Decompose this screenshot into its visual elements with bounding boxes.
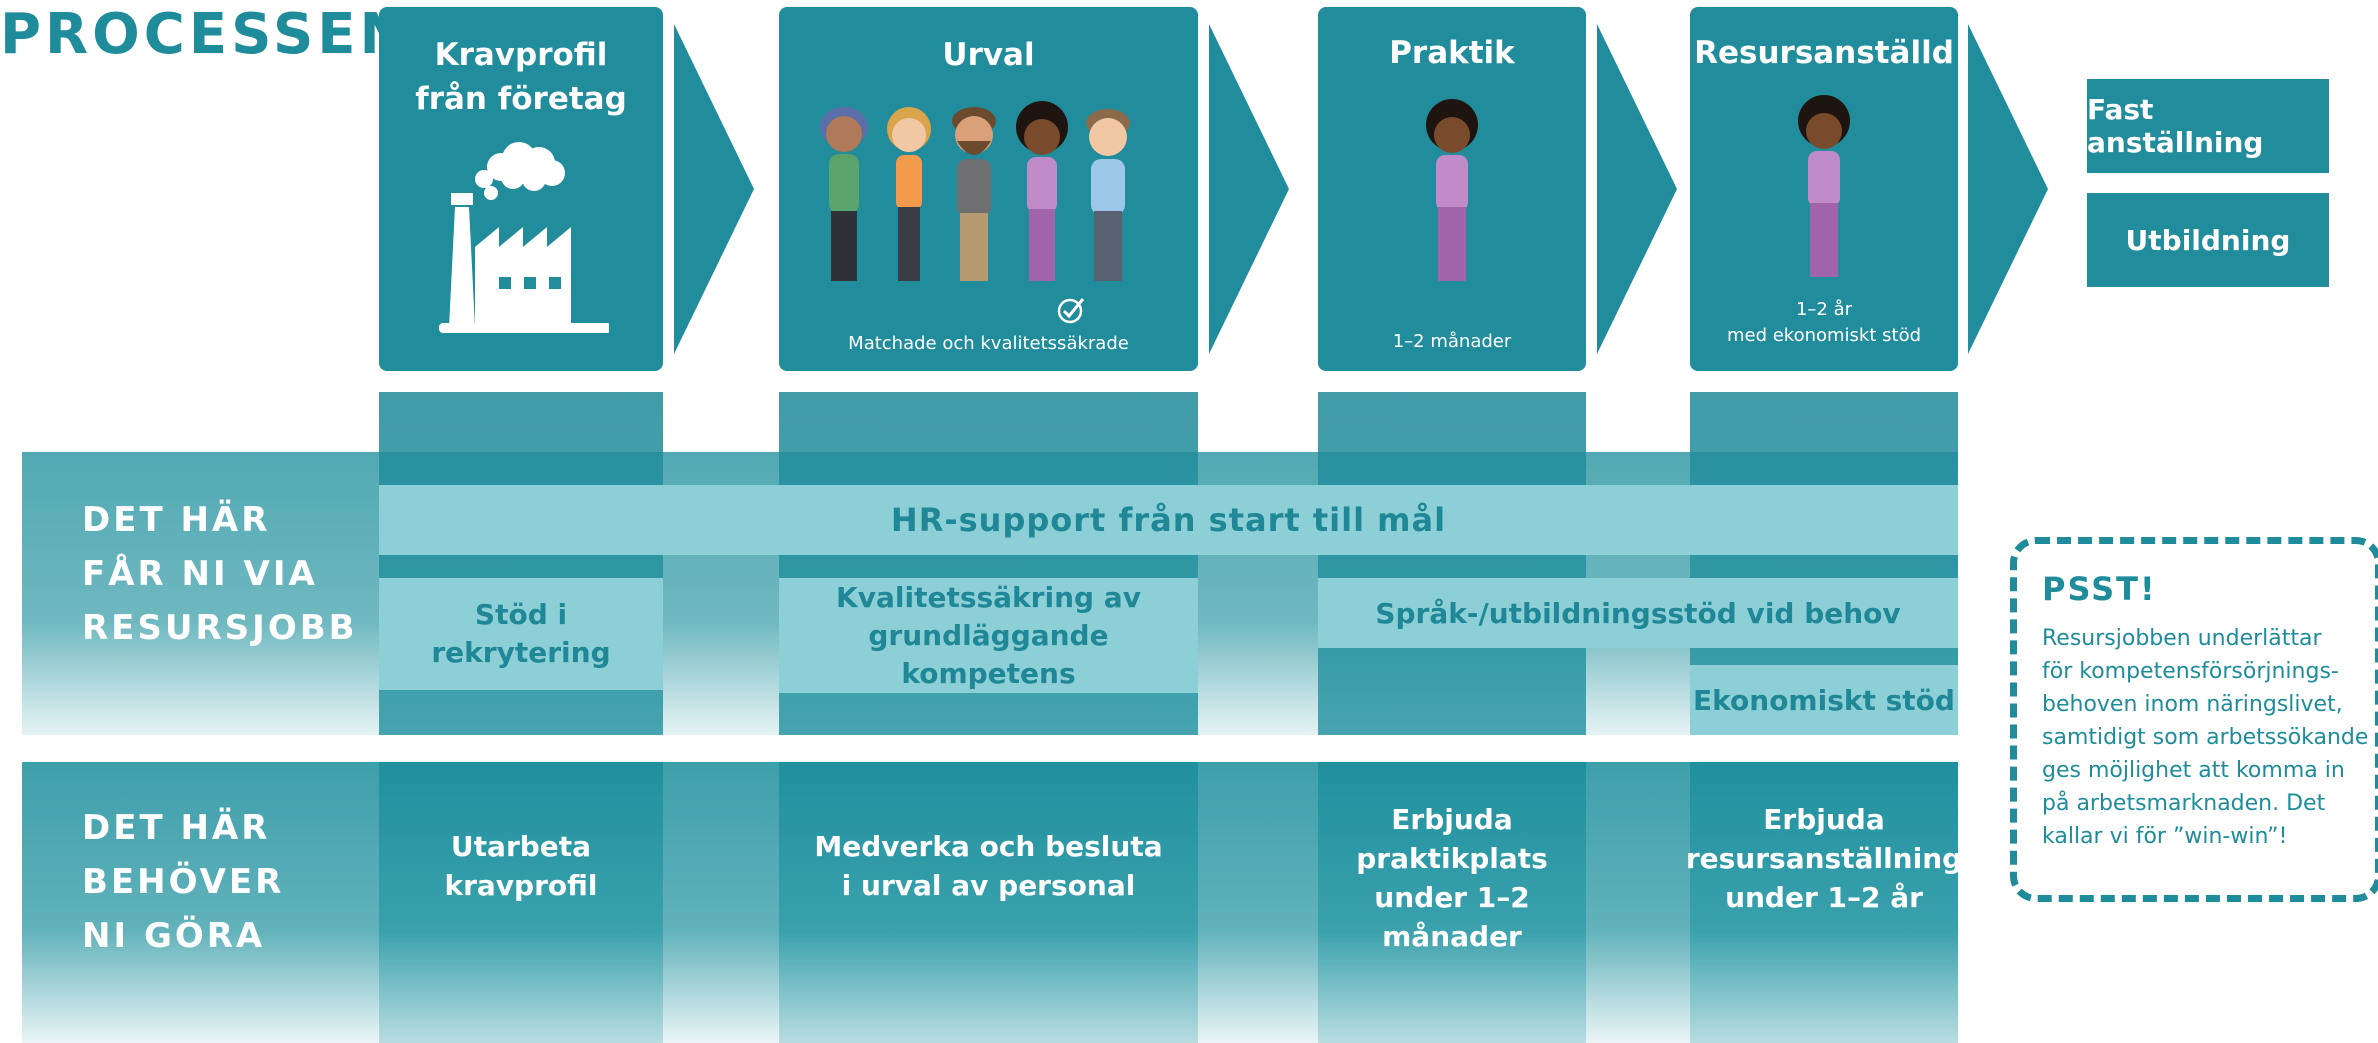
row1-label-line: DET HÄR — [82, 500, 271, 540]
process-arrow — [1209, 24, 1289, 354]
card-caption: Matchade och kvalitetssäkrade — [848, 333, 1129, 354]
sprak-utbildningsstod: Språk-/utbildningsstöd vid behov — [1318, 578, 1958, 648]
item-line: månader — [1382, 920, 1522, 953]
row1-label-line: RESURSJOBB — [82, 608, 358, 648]
card-caption-line1: 1–2 år — [1795, 299, 1853, 320]
column-3 — [1318, 392, 1586, 735]
outcome-fast-anstallning: Fast anställning — [2087, 79, 2329, 173]
card-praktik: Praktik 1–2 månader — [1318, 7, 1586, 371]
item-line: under 1–2 — [1374, 881, 1530, 914]
item-line: praktikplats — [1356, 842, 1548, 875]
item-line: grundläggande kompetens — [868, 618, 1109, 690]
process-arrow — [1968, 24, 2048, 354]
row2-label-line: BEHÖVER — [82, 862, 285, 902]
medverka-urval: Medverka och besluta i urval av personal — [779, 826, 1198, 906]
column-3-bottom — [1318, 762, 1586, 1043]
person-icon — [1426, 99, 1478, 281]
item-line: Utarbeta — [450, 830, 592, 863]
row1-label: DET HÄR FÅR NI VIA RESURSJOBB — [82, 493, 358, 655]
psst-line: ges möjlighet att komma in — [2042, 758, 2345, 783]
page-title: PROCESSEN — [0, 2, 411, 67]
outcome-utbildning: Utbildning — [2087, 193, 2329, 287]
item-line: Erbjuda — [1391, 803, 1513, 836]
card-caption-line2: med ekonomiskt stöd — [1726, 325, 1922, 346]
item-line: under 1–2 år — [1725, 880, 1923, 914]
erbjuda-praktikplats: Erbjuda praktikplats under 1–2 månader — [1318, 798, 1586, 958]
column-2-bottom — [779, 762, 1198, 1043]
factory-icon — [439, 142, 609, 333]
card-title: Resursanställd — [1694, 35, 1954, 71]
people-icon — [820, 101, 1130, 281]
card-caption: 1–2 månader — [1392, 331, 1512, 352]
card-title-line2: från företag — [415, 81, 627, 117]
stod-i-rekrytering: Stöd i rekrytering — [379, 578, 663, 690]
kvalitetssakring: Kvalitetssäkring av grundläggande kompet… — [779, 578, 1198, 693]
psst-box — [2010, 537, 2378, 902]
card-title: Urval — [942, 37, 1035, 73]
process-arrow — [1597, 24, 1677, 354]
psst-line: kallar vi för ”win-win”! — [2042, 824, 2288, 849]
ekonomiskt-stod: Ekonomiskt stöd — [1690, 665, 1958, 735]
item-line: i urval av personal — [841, 869, 1136, 902]
check-icon — [1057, 298, 1085, 324]
utarbeta-kravprofil: Utarbeta kravprofil — [379, 826, 663, 906]
row1-label-line: FÅR NI VIA — [82, 554, 318, 594]
item-line: resursanställning — [1685, 841, 1963, 875]
psst-text: Resursjobben underlättar för kompetensfö… — [2042, 622, 2372, 853]
psst-line: Resursjobben underlättar — [2042, 626, 2322, 651]
psst-line: samtidigt som arbetssökande — [2042, 725, 2369, 750]
card-urval: Urval — [779, 7, 1198, 371]
column-1-bottom — [379, 762, 663, 1043]
card-kravprofil: Kravprofil från företag — [379, 7, 663, 371]
hr-support-bar: HR-support från start till mål — [379, 485, 1958, 555]
psst-line: för kompetensförsörjnings- — [2042, 659, 2339, 684]
item-line: Erbjuda — [1763, 802, 1885, 836]
psst-title: PSST! — [2042, 570, 2157, 608]
row2-label-line: NI GÖRA — [82, 916, 266, 956]
erbjuda-resursanstallning: Erbjuda resursanställning under 1–2 år — [1686, 798, 1962, 918]
item-line: rekrytering — [431, 636, 611, 669]
card-title: Praktik — [1389, 35, 1515, 71]
item-line: kravprofil — [444, 869, 598, 902]
person-icon — [1798, 95, 1850, 277]
column-4-bottom — [1690, 762, 1958, 1043]
card-title-line1: Kravprofil — [434, 37, 608, 73]
psst-line: på arbetsmarknaden. Det — [2042, 791, 2326, 816]
psst-line: behoven inom näringslivet, — [2042, 692, 2343, 717]
item-line: Medverka och besluta — [814, 830, 1163, 863]
row2-label: DET HÄR BEHÖVER NI GÖRA — [82, 801, 284, 963]
item-line: Stöd i — [474, 598, 568, 631]
card-resursanstalld: Resursanställd 1–2 år med ekonomiskt stö… — [1690, 7, 1958, 371]
process-arrow — [674, 24, 754, 354]
row2-label-line: DET HÄR — [82, 808, 271, 848]
item-line: Kvalitetssäkring av — [836, 580, 1141, 614]
